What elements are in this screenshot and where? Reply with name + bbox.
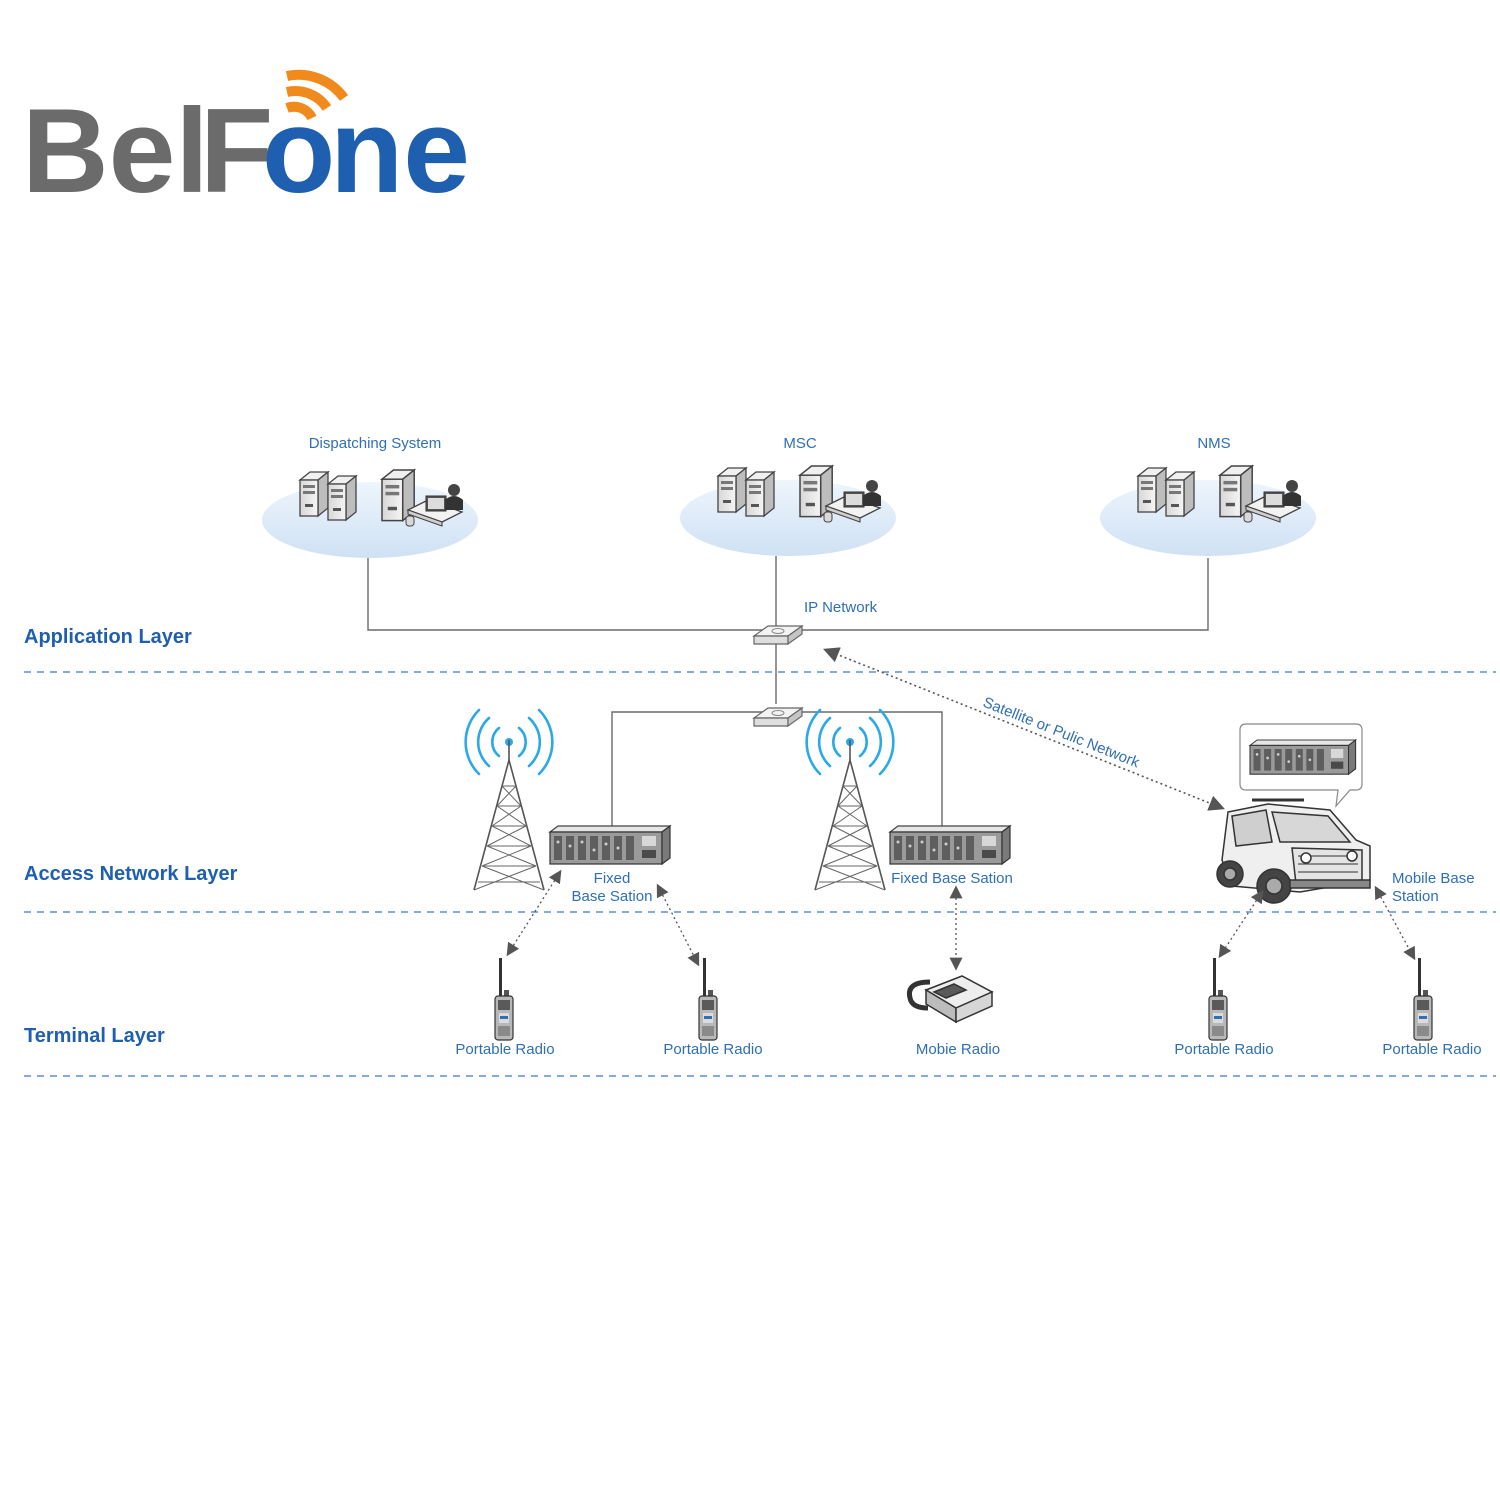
ip-network-label: IP Network <box>804 599 878 616</box>
vehicle-icon <box>1216 798 1371 904</box>
dispatching-system: Dispatching System <box>262 435 478 558</box>
base-station-rack-icon <box>889 825 1011 865</box>
logo-text-bel: Bel <box>22 84 209 218</box>
dispatching-label: Dispatching System <box>309 435 442 452</box>
fixed-bs-1-label-line1: Fixed <box>594 870 631 887</box>
access-switch-icon <box>753 707 803 727</box>
portable-radio-icon <box>698 957 718 1041</box>
mobile-bs-label-line1: Mobile Base <box>1392 870 1475 887</box>
fixed-base-station-1: Fixed Base Sation <box>464 708 671 905</box>
network-links <box>367 556 1209 830</box>
portable-radio-icon <box>1413 957 1433 1041</box>
fixed-bs-1-label-line2: Base Sation <box>572 888 653 905</box>
terminal-label-1: Portable Radio <box>455 1041 554 1058</box>
logo-text-ne: ne <box>330 84 470 218</box>
msc-server-icon <box>717 467 747 513</box>
satellite-label: Satellite or Pulic Network <box>981 694 1143 772</box>
satellite-link <box>823 647 1225 811</box>
fixed-base-station-2: Fixed Base Sation <box>805 708 1013 891</box>
logo-signal-icon <box>285 69 349 121</box>
ip-network-switch-icon <box>753 625 803 645</box>
layer-label-terminal: Terminal Layer <box>24 1025 165 1047</box>
radio-link-5 <box>1374 885 1416 961</box>
nms-server-icon <box>1137 467 1167 513</box>
terminal-label-5: Portable Radio <box>1382 1041 1481 1058</box>
msc-server-icon-2 <box>745 471 775 517</box>
portable-radio-icon <box>1208 957 1228 1041</box>
nms-system: NMS <box>1100 435 1316 556</box>
mobile-bs-label-line2: Station <box>1392 888 1439 905</box>
fixed-bs-2-label: Fixed Base Sation <box>891 870 1013 887</box>
dispatching-server-icon-2 <box>327 475 357 521</box>
msc-label: MSC <box>783 435 817 452</box>
belfone-logo: Bel F o ne <box>22 69 470 218</box>
logo-text-f: F <box>200 84 273 218</box>
radio-links <box>506 869 1416 971</box>
layer-label-application: Application Layer <box>24 626 192 648</box>
radio-link-4 <box>1218 889 1264 959</box>
nms-label: NMS <box>1197 435 1230 452</box>
mobile-radio-icon <box>906 975 994 1024</box>
layer-label-access: Access Network Layer <box>24 863 238 885</box>
msc-cloud <box>680 480 896 556</box>
dispatching-server-icon <box>299 471 329 517</box>
nms-cloud <box>1100 480 1316 556</box>
msc-system: MSC <box>680 435 896 556</box>
radio-link-2 <box>656 883 700 967</box>
link-app-bus <box>367 558 1209 631</box>
terminal-label-2: Portable Radio <box>663 1041 762 1058</box>
mobile-rack-icon <box>1249 739 1357 775</box>
mobile-base-station: Mobile Base Station <box>1216 723 1475 905</box>
base-station-rack-icon <box>549 825 671 865</box>
nms-server-icon-2 <box>1165 471 1195 517</box>
portable-radio-icon <box>494 957 514 1041</box>
terminal-label-4: Portable Radio <box>1174 1041 1273 1058</box>
terminal-label-3: Mobie Radio <box>916 1041 1000 1058</box>
radio-link-1 <box>506 869 562 957</box>
